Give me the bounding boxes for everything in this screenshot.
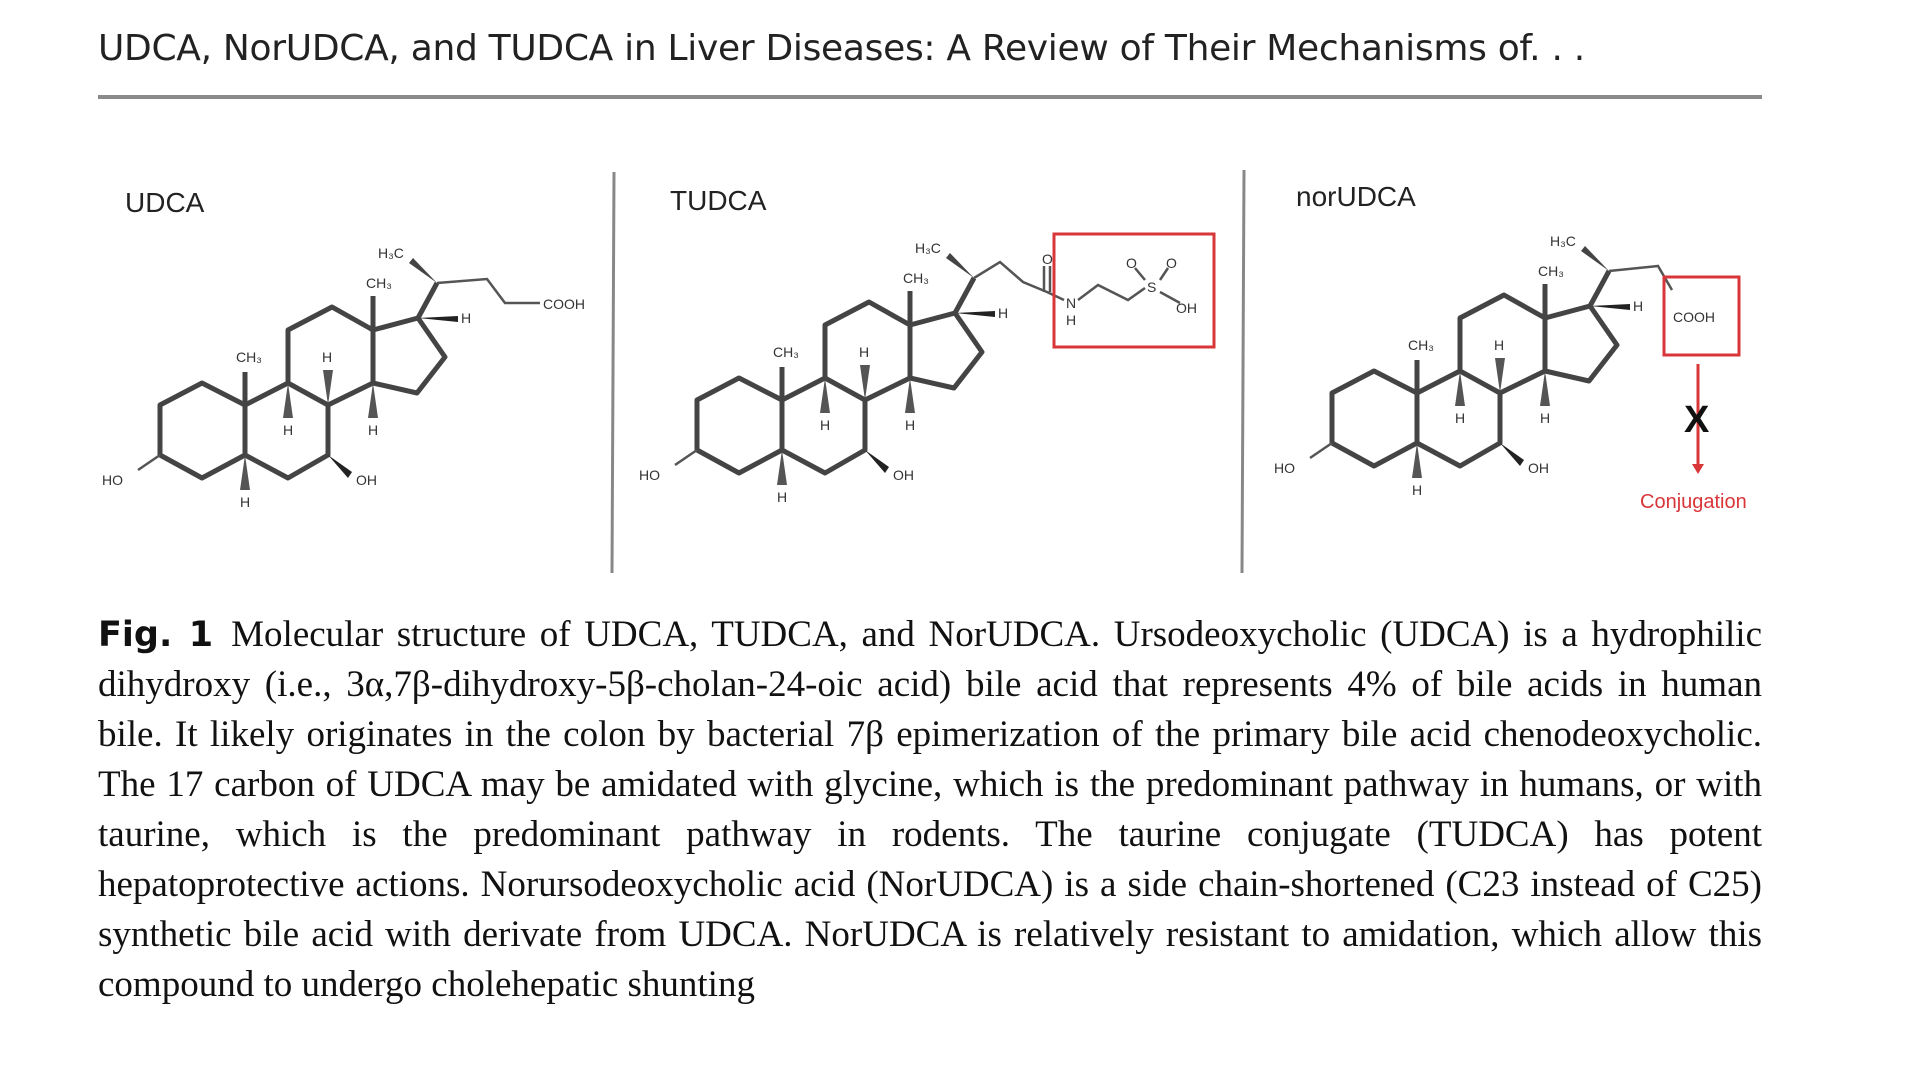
svg-text:H: H — [1066, 312, 1076, 328]
caption-text: Molecular structure of UDCA, TUDCA, and … — [98, 614, 1762, 1005]
header-rule — [98, 95, 1762, 99]
svg-text:H: H — [368, 422, 378, 438]
methyl-label: CH₃ — [236, 349, 262, 365]
svg-text:O: O — [1166, 255, 1177, 271]
svg-text:OH: OH — [356, 472, 377, 488]
svg-text:HO: HO — [102, 472, 123, 488]
methyl-label: H₃C — [378, 245, 404, 261]
tudca-structure: TUDCA O N H S O O OH — [639, 185, 1216, 505]
norudca-structure: norUDCA COOH X Conjugation — [1274, 181, 1747, 513]
svg-text:COOH: COOH — [543, 296, 585, 312]
svg-text:OH: OH — [1176, 300, 1197, 316]
panel-title: norUDCA — [1296, 181, 1416, 212]
svg-text:H: H — [283, 422, 293, 438]
svg-text:H: H — [240, 494, 250, 510]
figure-label: Fig. 1 — [98, 615, 214, 655]
svg-text:S: S — [1147, 279, 1156, 295]
panel-divider — [610, 171, 616, 574]
panel-title: TUDCA — [670, 185, 767, 216]
running-title: UDCA, NorUDCA, and TUDCA in Liver Diseas… — [98, 28, 1585, 69]
svg-text:O: O — [1042, 251, 1053, 267]
arrow-down-icon — [1692, 464, 1704, 474]
blocked-x-mark: X — [1684, 399, 1710, 441]
figure-1: UDCA CH₃ CH₃ H H H H H HO OH H₃C COOH — [102, 169, 1747, 574]
carboxyl-highlight-box — [1662, 275, 1741, 357]
taurine-highlight-box — [1052, 232, 1216, 349]
panel-divider — [1240, 169, 1246, 574]
panel-title: UDCA — [125, 187, 205, 218]
svg-text:H: H — [461, 310, 471, 326]
steroid-skeleton: CH₃ CH₃ H H H H H HO OH H₃C — [102, 245, 471, 510]
svg-text:O: O — [1126, 255, 1137, 271]
methyl-label: CH₃ — [366, 275, 392, 291]
udca-structure: UDCA CH₃ CH₃ H H H H H HO OH H₃C COOH — [102, 187, 585, 510]
svg-text:N: N — [1066, 295, 1076, 311]
svg-text:H: H — [322, 349, 332, 365]
conjugation-label: Conjugation — [1640, 491, 1747, 513]
svg-text:COOH: COOH — [1673, 309, 1715, 325]
